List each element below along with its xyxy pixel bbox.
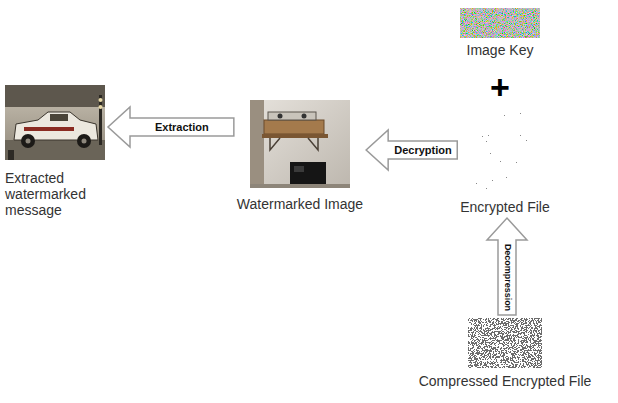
file-node: Compressed Encrypted File [419,318,592,389]
block-arrow [487,218,527,315]
node-label: Watermarked Image [237,196,363,212]
node-label: Extracted watermarked message [5,170,105,218]
node-label: Image Key [460,42,540,58]
image-node: Watermarked Image [237,100,363,212]
node-label: Encrypted File [460,199,549,215]
file-node: Encrypted File [460,112,549,215]
car-photo [5,85,105,160]
noise-image [460,8,540,38]
plus-sign: + [490,70,510,104]
arrow-label: Decompression [503,243,512,312]
block-arrow [108,107,234,147]
arrow-label: Decryption [393,145,452,156]
key-node: Image Key [460,8,540,58]
result-image-node: Extracted watermarked message [5,85,105,218]
compressed-noise-image [468,318,542,368]
encrypted-text-image [472,112,538,194]
block-arrow [366,130,457,170]
arrow-label: Extraction [154,122,210,133]
shelf-photo [250,100,350,188]
node-label: Compressed Encrypted File [419,373,592,389]
